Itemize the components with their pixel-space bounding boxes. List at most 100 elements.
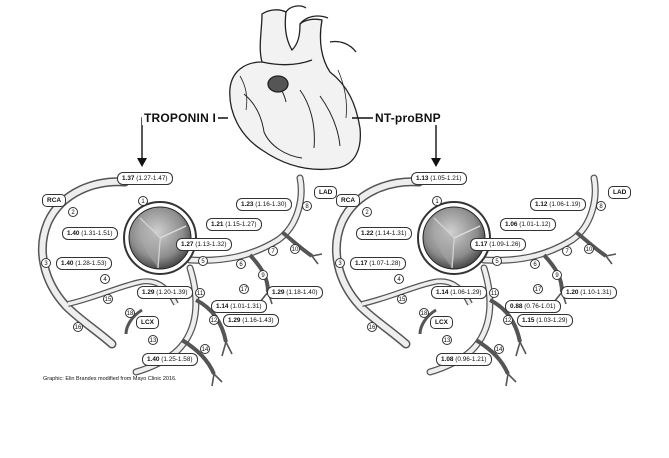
- left-value-seg2: 1.40 (1.31-1.51): [62, 227, 118, 240]
- right-arrow-icon: [431, 158, 441, 167]
- right-seg-10: 10: [584, 244, 594, 254]
- left-value-seg12: 1.29 (1.16-1.43): [223, 314, 279, 327]
- right-seg-6: 6: [530, 259, 540, 269]
- hr: 1.17: [475, 241, 488, 248]
- left-value-seg7: 1.23 (1.16-1.30): [236, 198, 292, 211]
- right-seg-5: 5: [492, 256, 502, 266]
- hr: 1.06: [505, 221, 518, 228]
- hr: 1.12: [535, 201, 548, 208]
- ci: (1.25-1.58): [161, 356, 193, 363]
- right-value-seg2: 1.22 (1.14-1.31): [356, 227, 412, 240]
- ci: (1.13-1.32): [195, 241, 227, 248]
- right-value-seg7: 1.12 (1.06-1.19): [530, 198, 586, 211]
- right-seg-1: 1: [432, 196, 442, 206]
- hr: 1.13: [416, 175, 429, 182]
- right-value-seg3: 1.17 (1.07-1.28): [350, 257, 406, 270]
- right-seg-12: 12: [503, 315, 513, 325]
- right-seg-3: 3: [335, 258, 345, 268]
- right-value-seg11: 1.14 (1.06-1.29): [431, 286, 487, 299]
- left-seg-13: 13: [148, 335, 158, 345]
- left-value-seg1: 1.37 (1.27-1.47): [117, 172, 173, 185]
- right-seg-18: 18: [419, 308, 429, 318]
- left-seg-10: 10: [290, 244, 300, 254]
- right-value-seg12: 1.15 (1.03-1.29): [517, 314, 573, 327]
- ci: (1.09-1.26): [489, 241, 521, 248]
- hr: 1.37: [122, 175, 135, 182]
- left-seg-11: 11: [195, 288, 205, 298]
- hr: 1.08: [441, 356, 454, 363]
- left-arrow-icon: [137, 158, 147, 167]
- left-seg-14: 14: [200, 344, 210, 354]
- left-value-seg5: 1.27 (1.13-1.32): [176, 238, 232, 251]
- left-value-seg6: 1.21 (1.15-1.27): [206, 218, 262, 231]
- ci: (1.01-1.31): [230, 303, 262, 310]
- heart-illustration: [229, 5, 362, 171]
- left-seg-16: 16: [73, 322, 83, 332]
- ci: (1.10-1.31): [580, 289, 612, 296]
- right-seg-11: 11: [489, 288, 499, 298]
- hr: 1.20: [566, 289, 579, 296]
- right-seg-14: 14: [494, 344, 504, 354]
- right-value-seg5: 1.17 (1.09-1.26): [470, 238, 526, 251]
- left-seg-12: 12: [209, 315, 219, 325]
- troponin-label: TROPONIN I: [142, 111, 219, 125]
- hr: 1.23: [241, 201, 254, 208]
- ntprobnp-label: NT-proBNP: [373, 111, 443, 125]
- left-value-seg17: 1.14 (1.01-1.31): [211, 300, 267, 313]
- hr: 1.29: [228, 317, 241, 324]
- right-seg-16: 16: [367, 322, 377, 332]
- hr: 1.40: [147, 356, 160, 363]
- ci: (1.14-1.31): [375, 230, 407, 237]
- right-seg-9: 9: [552, 270, 562, 280]
- ci: (1.27-1.47): [136, 175, 168, 182]
- ci: (1.31-1.51): [81, 230, 113, 237]
- left-value-seg3: 1.40 (1.28-1.53): [56, 257, 112, 270]
- left-value-seg11: 1.29 (1.20-1.39): [137, 286, 193, 299]
- right-seg-7: 7: [562, 246, 572, 256]
- right-value-seg1: 1.13 (1.05-1.21): [411, 172, 467, 185]
- ci: (1.18-1.40): [286, 289, 318, 296]
- left-seg-1: 1: [138, 196, 148, 206]
- hr: 1.40: [61, 260, 74, 267]
- hr: 1.22: [361, 230, 374, 237]
- ci: (1.28-1.53): [75, 260, 107, 267]
- ci: (0.96-1.21): [455, 356, 487, 363]
- left-seg-15: 15: [103, 294, 113, 304]
- right-rca-tag: RCA: [336, 194, 361, 207]
- right-value-seg13: 1.08 (0.96-1.21): [436, 353, 492, 366]
- hr: 1.21: [211, 221, 224, 228]
- left-seg-5: 5: [198, 256, 208, 266]
- left-seg-7: 7: [268, 246, 278, 256]
- right-seg-17: 17: [533, 284, 543, 294]
- hr: 0.88: [510, 303, 523, 310]
- ci: (1.15-1.27): [225, 221, 257, 228]
- ci: (1.05-1.21): [430, 175, 462, 182]
- left-seg-3: 3: [41, 258, 51, 268]
- ci: (1.06-1.29): [450, 289, 482, 296]
- right-lcx-tag: LCX: [430, 316, 453, 329]
- hr: 1.29: [142, 289, 155, 296]
- hr: 1.14: [436, 289, 449, 296]
- right-value-seg17: 0.88 (0.76-1.01): [505, 300, 561, 313]
- right-seg-13: 13: [442, 335, 452, 345]
- right-value-seg6: 1.06 (1.01-1.12): [500, 218, 556, 231]
- left-lad-tag: LAD: [314, 186, 338, 199]
- hr: 1.40: [67, 230, 80, 237]
- left-value-seg9: 1.29 (1.18-1.40): [267, 286, 323, 299]
- left-value-seg13: 1.40 (1.25-1.58): [142, 353, 198, 366]
- right-seg-15: 15: [397, 294, 407, 304]
- left-rca-tag: RCA: [42, 194, 67, 207]
- left-seg-6: 6: [236, 259, 246, 269]
- hr: 1.14: [216, 303, 229, 310]
- left-seg-18: 18: [125, 308, 135, 318]
- hr: 1.29: [272, 289, 285, 296]
- right-value-seg9: 1.20 (1.10-1.31): [561, 286, 617, 299]
- left-seg-17: 17: [239, 284, 249, 294]
- source-caption: Graphic: Elin Brandes modified from Mayo…: [43, 376, 177, 382]
- right-seg-4: 4: [394, 274, 404, 284]
- ci: (0.76-1.01): [524, 303, 556, 310]
- hr: 1.17: [355, 260, 368, 267]
- right-seg-8: 8: [596, 201, 606, 211]
- ci: (1.01-1.12): [519, 221, 551, 228]
- ci: (1.06-1.19): [549, 201, 581, 208]
